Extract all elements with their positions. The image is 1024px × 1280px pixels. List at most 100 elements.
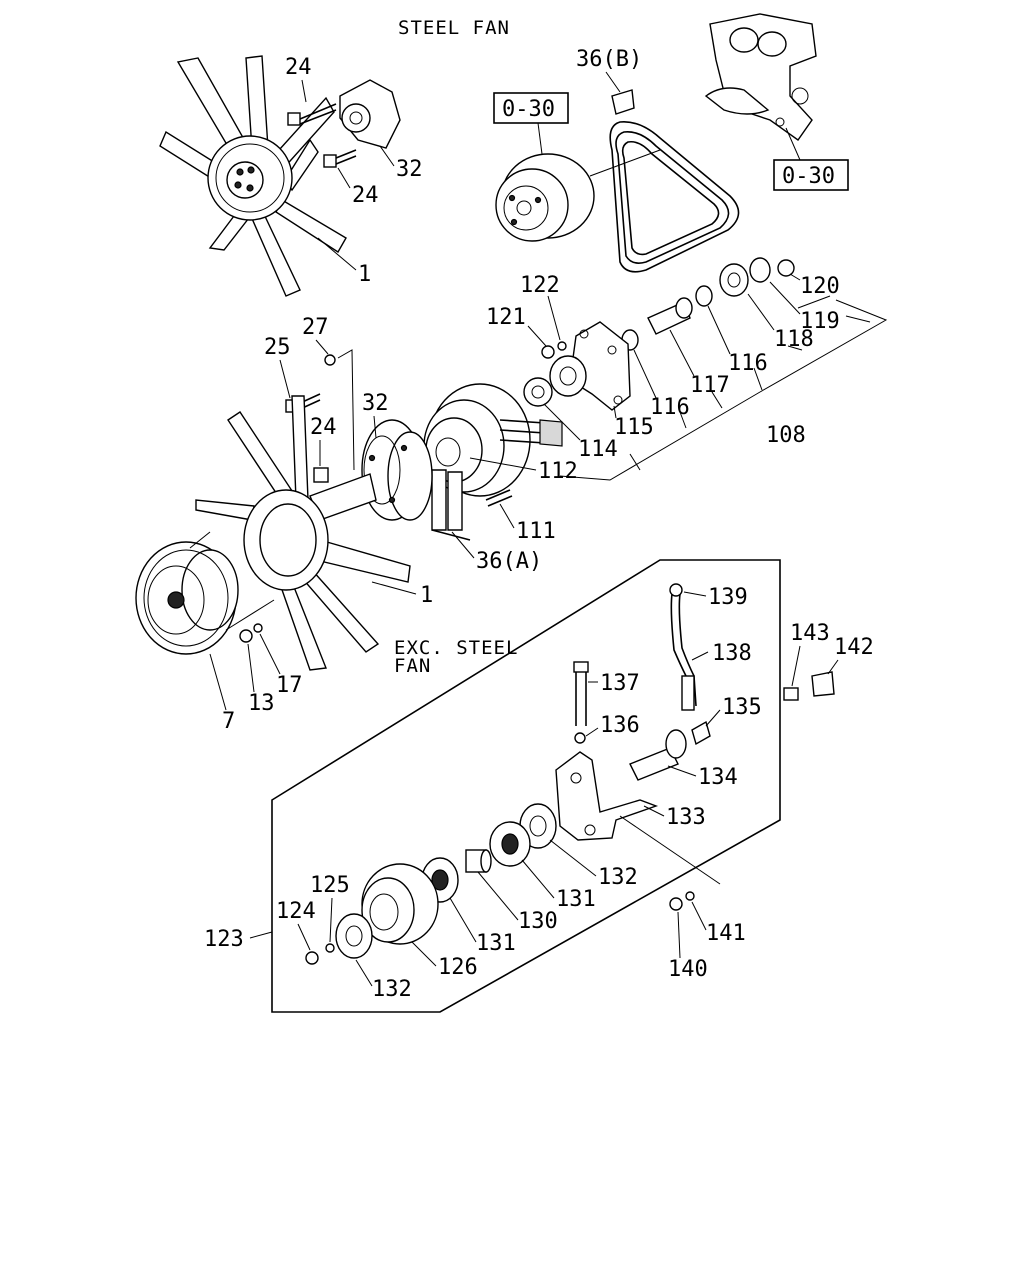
callout-25: 25 [264,335,291,360]
callout-133: 133 [666,805,706,830]
callout-32-mid: 32 [362,391,389,416]
callout-36a: 36(A) [476,549,542,574]
callout-17: 17 [276,673,303,698]
bearing-132-left [335,913,373,959]
part-121 [541,345,555,359]
part-122 [557,341,567,351]
exc-steel-fan-heading-2: FAN [394,655,431,677]
svg-text:0-30: 0-30 [782,164,835,189]
part-118 [719,263,749,297]
fitting-135 [691,720,711,746]
washer-125 [325,943,335,953]
bolt-137 [573,661,589,744]
hose-138 [669,583,697,711]
callout-7: 7 [222,709,235,734]
callout-140: 140 [668,957,708,982]
callout-142: 142 [834,635,874,660]
v-belt-36a [431,469,471,541]
callout-131-left: 131 [476,931,516,956]
nut-124 [305,951,319,965]
callout-32-upper: 32 [396,157,423,182]
ref-box-right: 0-30 [773,159,849,191]
callout-120: 120 [800,274,840,299]
callout-132-right: 132 [598,865,638,890]
callout-124: 124 [276,899,316,924]
callout-1-mid: 1 [420,583,433,608]
shaft-134 [629,729,687,781]
nut-140 [669,897,683,911]
callout-125: 125 [310,873,350,898]
callout-116-right: 116 [728,351,768,376]
fan-clutch-7 [135,541,239,655]
part-116a [695,285,713,307]
part-115-bracket [549,321,631,411]
callout-119: 119 [800,309,840,334]
callout-114: 114 [578,437,618,462]
callout-108: 108 [766,423,806,448]
compressor-housing [704,13,817,141]
washer-27 [324,354,336,366]
callout-118: 118 [774,327,814,352]
washer-141 [685,891,695,901]
exc-steel-fan-heading-1: EXC. STEEL [394,637,518,659]
svg-text:0-30: 0-30 [502,97,555,122]
callout-126: 126 [438,955,478,980]
callout-139: 139 [708,585,748,610]
bearing-131-right [489,821,531,867]
water-pump-32-top [339,79,401,149]
callout-135: 135 [722,695,762,720]
steel-fan-drawing [159,55,401,297]
callout-143: 143 [790,621,830,646]
plastic-fan-drawing [195,395,411,671]
callout-112: 112 [538,459,578,484]
fan-clutch-spacer-32 [361,419,433,521]
v-belt-36b [589,121,740,273]
callout-141: 141 [706,921,746,946]
callout-136: 136 [600,713,640,738]
callout-138: 138 [712,641,752,666]
part-120 [777,259,795,277]
callout-111: 111 [516,519,556,544]
callout-130: 130 [518,909,558,934]
callout-27: 27 [302,315,329,340]
bolt-24-mid [313,467,329,483]
fitting-139 [669,583,683,597]
callout-116-left: 116 [650,395,690,420]
clamp-142 [811,671,835,697]
stud-111 [485,489,513,507]
callout-13: 13 [248,691,275,716]
callout-1-upper: 1 [358,262,371,287]
washer-136 [574,732,586,744]
fan-pulley-112 [423,383,563,497]
callout-131-right: 131 [556,887,596,912]
callout-122: 122 [520,273,560,298]
idler-parts-row [523,257,795,411]
callout-115: 115 [614,415,654,440]
callout-117: 117 [690,373,730,398]
bolt-24-upper [287,103,337,126]
ref-box-left: 0-30 [493,92,569,124]
callout-137: 137 [600,671,640,696]
part-117-shaft [647,297,693,335]
bolt-143 [783,687,799,701]
bolt-24-lower [323,149,357,168]
kit-123-outline [271,559,781,1013]
callout-123: 123 [204,927,244,952]
callout-24-mid: 24 [310,415,337,440]
callout-121: 121 [486,305,526,330]
nut-13 [239,629,253,643]
washer-17 [253,623,263,633]
part-119 [749,257,771,283]
callout-24-upper: 24 [285,55,312,80]
bracket-133 [555,751,659,841]
steel-fan-heading: STEEL FAN [398,17,510,39]
callout-36b: 36(B) [576,47,642,72]
part-114 [523,377,553,407]
callout-132-left: 132 [372,977,412,1002]
pulley-126 [361,863,439,945]
spacer-130 [465,849,492,873]
callout-24-lower: 24 [352,183,379,208]
callout-134: 134 [698,765,738,790]
crank-pulley-top [495,153,595,242]
